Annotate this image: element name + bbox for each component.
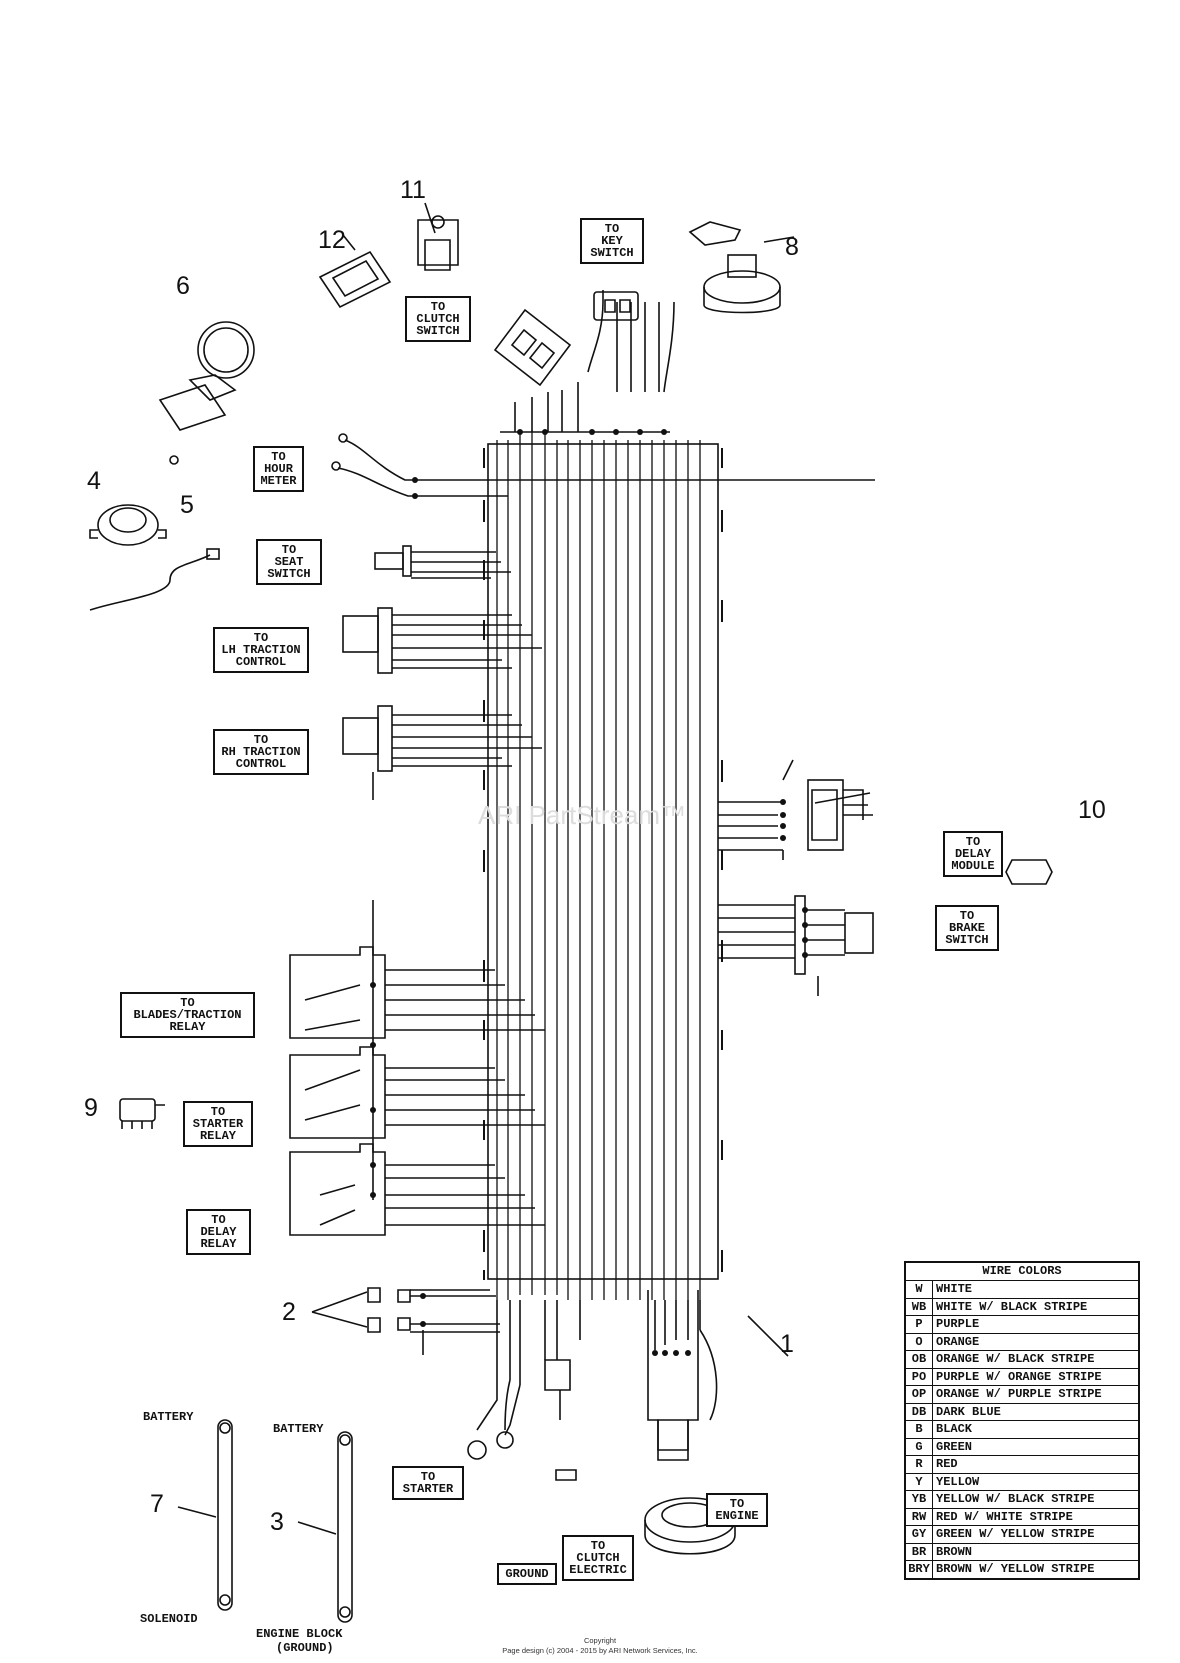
wire-color-code: P (906, 1316, 933, 1333)
part-number-1: 1 (780, 1330, 794, 1358)
wire-color-code: BR (906, 1543, 933, 1560)
part-number-11: 11 (400, 176, 426, 204)
wire-color-name: BROWN (936, 1544, 973, 1559)
wire-color-code: YB (906, 1491, 933, 1508)
wire-color-name: YELLOW W/ BLACK STRIPE (936, 1492, 1095, 1506)
wire-color-name: RED W/ WHITE STRIPE (936, 1509, 1073, 1524)
wire-color-name: PURPLE W/ ORANGE STRIPE (936, 1369, 1102, 1384)
part-number-2: 2 (282, 1298, 296, 1326)
part-number-12: 12 (318, 226, 346, 254)
part-number-10: 10 (1078, 796, 1106, 824)
wire-color-name: WHITE W/ BLACK STRIPE (936, 1299, 1088, 1314)
part-number-7: 7 (150, 1490, 164, 1518)
part-number-3: 3 (270, 1508, 284, 1536)
wire-color-name: PURPLE (936, 1317, 980, 1331)
wire-color-name: GREEN (936, 1439, 973, 1454)
wire-color-code: BRY (906, 1561, 933, 1578)
label-ground: GROUND (497, 1563, 557, 1585)
page-design-line: Page design (c) 2004 - 2015 by ARI Netwo… (502, 1646, 698, 1655)
part-number-9: 9 (84, 1094, 98, 1122)
watermark: ARI PartStream™ (478, 800, 687, 830)
part-number-8: 8 (785, 233, 799, 261)
key-switch-connector (593, 291, 639, 321)
wire-color-name: BLACK (936, 1422, 973, 1436)
part-number-4: 4 (87, 467, 101, 495)
part-number-6: 6 (176, 272, 190, 300)
wire-color-name: RED (936, 1457, 958, 1471)
wire-color-code: B (906, 1421, 933, 1438)
wire-color-code: GY (906, 1526, 933, 1543)
wire-color-name: WHITE (936, 1282, 973, 1296)
wire-color-name: BROWN W/ YELLOW STRIPE (936, 1562, 1095, 1576)
solenoid-text: SOLENOID (140, 1612, 198, 1626)
harness-frame (487, 443, 719, 1280)
wire-color-code: OP (906, 1386, 933, 1403)
battery-text-1: BATTERY (143, 1410, 194, 1424)
engine-block-text: ENGINE BLOCK (256, 1627, 343, 1641)
wire-color-code: O (906, 1333, 933, 1350)
wire-color-name: YELLOW (936, 1474, 980, 1489)
wire-color-code: R (906, 1456, 933, 1473)
wire-color-code: W (906, 1281, 933, 1298)
battery-text-2: BATTERY (273, 1422, 324, 1436)
wire-color-name: DARK BLUE (936, 1404, 1001, 1419)
wire-color-code: DB (906, 1403, 933, 1420)
wire-color-name: GREEN W/ YELLOW STRIPE (936, 1527, 1095, 1541)
copyright-line: Copyright (583, 1636, 617, 1645)
wire-color-code: OB (906, 1351, 933, 1368)
wire-colors-title: WIRE COLORS (906, 1263, 1138, 1281)
wire-color-code: RW (906, 1508, 933, 1525)
engine-block-ground-text: (GROUND) (276, 1641, 334, 1655)
wire-color-code: PO (906, 1368, 933, 1385)
wire-color-code: WB (906, 1298, 933, 1315)
part-number-5: 5 (180, 491, 194, 519)
wire-color-code: Y (906, 1473, 933, 1490)
wire-color-name: ORANGE (936, 1334, 980, 1349)
wire-color-code: G (906, 1438, 933, 1455)
wire-color-name: ORANGE W/ PURPLE STRIPE (936, 1387, 1102, 1401)
wire-color-name: ORANGE W/ BLACK STRIPE (936, 1352, 1095, 1366)
